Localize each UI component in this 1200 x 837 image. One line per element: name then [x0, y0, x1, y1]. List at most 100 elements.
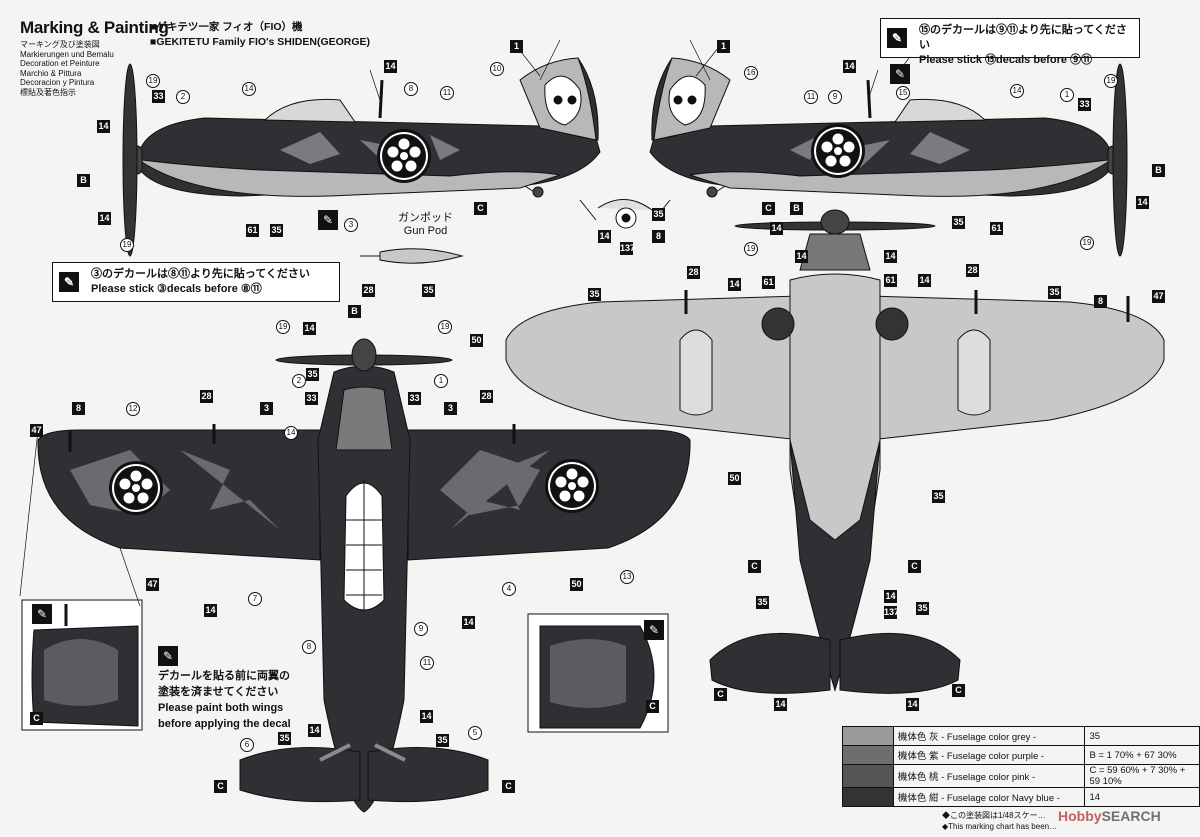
paint-brush-icon: ✎	[59, 272, 79, 292]
code-33-c: 33	[305, 392, 318, 405]
header-en: ■GEKITETU Family FIO's SHIDEN(GEORGE)	[150, 36, 371, 48]
aircraft-header: ■ゲキテツ一家 フィオ（FIO）機 ■GEKITETU Family FIO's…	[150, 20, 370, 50]
title-lang-de: Markierungen und Bemalu	[20, 49, 114, 59]
code-47-c: 47	[146, 578, 159, 591]
decal-19-c: 19	[120, 238, 134, 252]
code-8-b: 8	[1094, 295, 1107, 308]
code-C-h: C	[646, 700, 659, 713]
legend-code: 14	[1084, 787, 1200, 807]
decal-19-g: 19	[438, 320, 452, 334]
legend-code: B = 1 70% + 67 30%	[1084, 745, 1200, 765]
legend-swatch	[842, 726, 894, 746]
code-137-b: 137	[884, 606, 900, 619]
title-lang-fr: Decoration et Peinture	[20, 59, 100, 68]
code-35-g: 35	[306, 368, 319, 381]
code-33-a: 33	[152, 90, 165, 103]
decal-5: 5	[468, 726, 482, 740]
code-1-right: 1	[717, 40, 730, 53]
decal-14-a: 14	[242, 82, 256, 96]
code-C-d: C	[908, 560, 921, 573]
code-35-c: 35	[652, 208, 665, 221]
gun-pod-label-ja: ガンポッド	[398, 212, 453, 224]
note-decal-15-en: Please stick ⑮decals before ⑨⑪	[919, 54, 1093, 66]
legend-swatch	[842, 764, 894, 788]
title-lang-zh: 標貼及著色指示	[20, 87, 76, 97]
page-title: Marking & Painting	[20, 18, 169, 37]
code-C-b: C	[762, 202, 775, 215]
header-ja: ■ゲキテツ一家 フィオ（FIO）機	[150, 21, 303, 33]
code-14-d: 14	[98, 212, 111, 225]
footer-notes: ◆この塗装図は1/48スケー… ◆This marking chart has …	[942, 810, 1057, 832]
code-B-b: B	[1152, 164, 1165, 177]
paint-brush-icon: ✎	[32, 604, 52, 624]
code-14-l: 14	[303, 322, 316, 335]
decal-14-c: 14	[284, 426, 298, 440]
code-28-b: 28	[687, 266, 700, 279]
decal-1-b: 1	[434, 374, 448, 388]
decal-19-d: 19	[744, 242, 758, 256]
code-35-a: 35	[270, 224, 283, 237]
code-C-g: C	[30, 712, 43, 725]
code-14-k: 14	[918, 274, 931, 287]
decal-11-c: 11	[420, 656, 434, 670]
title-lang-ja: マーキング及び塗装図	[20, 40, 100, 49]
code-14-n: 14	[462, 616, 475, 629]
landing-gear-detail	[579, 199, 671, 229]
legend-row: 機体色 紫 - Fuselage color purple - B = 1 70…	[842, 745, 1200, 765]
decal-9-a: 9	[828, 90, 842, 104]
legend-code: C = 59 60% + 7 30% + 59 10%	[1084, 764, 1200, 788]
decal-19-b: 19	[1104, 74, 1118, 88]
code-35-k: 35	[278, 732, 291, 745]
code-C-c: C	[748, 560, 761, 573]
decal-1-a: 1	[1060, 88, 1074, 102]
code-35-h: 35	[932, 490, 945, 503]
legend-label: 機体色 灰 - Fuselage color grey -	[892, 726, 1086, 746]
legend-label: 機体色 桃 - Fuselage color pink -	[892, 764, 1086, 788]
code-35-f: 35	[1048, 286, 1061, 299]
code-50-c: 50	[570, 578, 583, 591]
decal-19-a: 19	[146, 74, 160, 88]
decal-8-a: 8	[404, 82, 418, 96]
paint-brush-icon: ✎	[644, 620, 664, 640]
decal-16: 16	[744, 66, 758, 80]
note-decal-15-ja: ⑮のデカールは⑨⑪より先に貼ってください	[919, 24, 1127, 51]
code-35-b: 35	[952, 216, 965, 229]
decal-8-b: 8	[302, 640, 316, 654]
code-28-d: 28	[200, 390, 213, 403]
decal-12: 12	[126, 402, 140, 416]
code-3-a: 3	[260, 402, 273, 415]
code-14-e: 14	[1136, 196, 1149, 209]
top-view	[37, 338, 691, 813]
code-14-q: 14	[906, 698, 919, 711]
decal-14-b: 14	[1010, 84, 1024, 98]
legend-row: 機体色 桃 - Fuselage color pink - C = 59 60%…	[842, 764, 1200, 788]
code-C-j: C	[502, 780, 515, 793]
right-profile-roundel	[811, 124, 865, 178]
decal-4: 4	[502, 582, 516, 596]
code-8-a: 8	[652, 230, 665, 243]
note-decal-3-ja: ③のデカールは⑧⑪より先に貼ってください	[91, 268, 310, 280]
code-28-a: 28	[362, 284, 375, 297]
code-61-b: 61	[990, 222, 1003, 235]
code-C-f: C	[952, 684, 965, 697]
footer-line-en: ◆This marking chart has been…	[942, 822, 1058, 831]
legend-label: 機体色 紫 - Fuselage color purple -	[892, 745, 1086, 765]
code-B-a: B	[77, 174, 90, 187]
code-35-i: 35	[756, 596, 769, 609]
code-61-d: 61	[884, 274, 897, 287]
note-paint-wings-en1: Please paint both wings	[158, 702, 284, 714]
bottom-view	[505, 209, 1165, 694]
note-paint-wings: デカールを貼る前に両翼の 塗装を済ませてください Please paint bo…	[158, 668, 291, 732]
legend-row: 機体色 灰 - Fuselage color grey - 35	[842, 726, 1200, 746]
code-35-d: 35	[422, 284, 435, 297]
left-profile-roundel	[377, 129, 431, 183]
code-B-d: B	[348, 305, 361, 318]
code-14-b: 14	[843, 60, 856, 73]
decal-11-b: 11	[804, 90, 818, 104]
code-C-i: C	[214, 780, 227, 793]
code-8-c: 8	[72, 402, 85, 415]
paint-brush-icon: ✎	[887, 28, 907, 48]
title-languages: マーキング及び塗装図 Markierungen und Bemalu Decor…	[20, 40, 114, 97]
code-61-a: 61	[246, 224, 259, 237]
